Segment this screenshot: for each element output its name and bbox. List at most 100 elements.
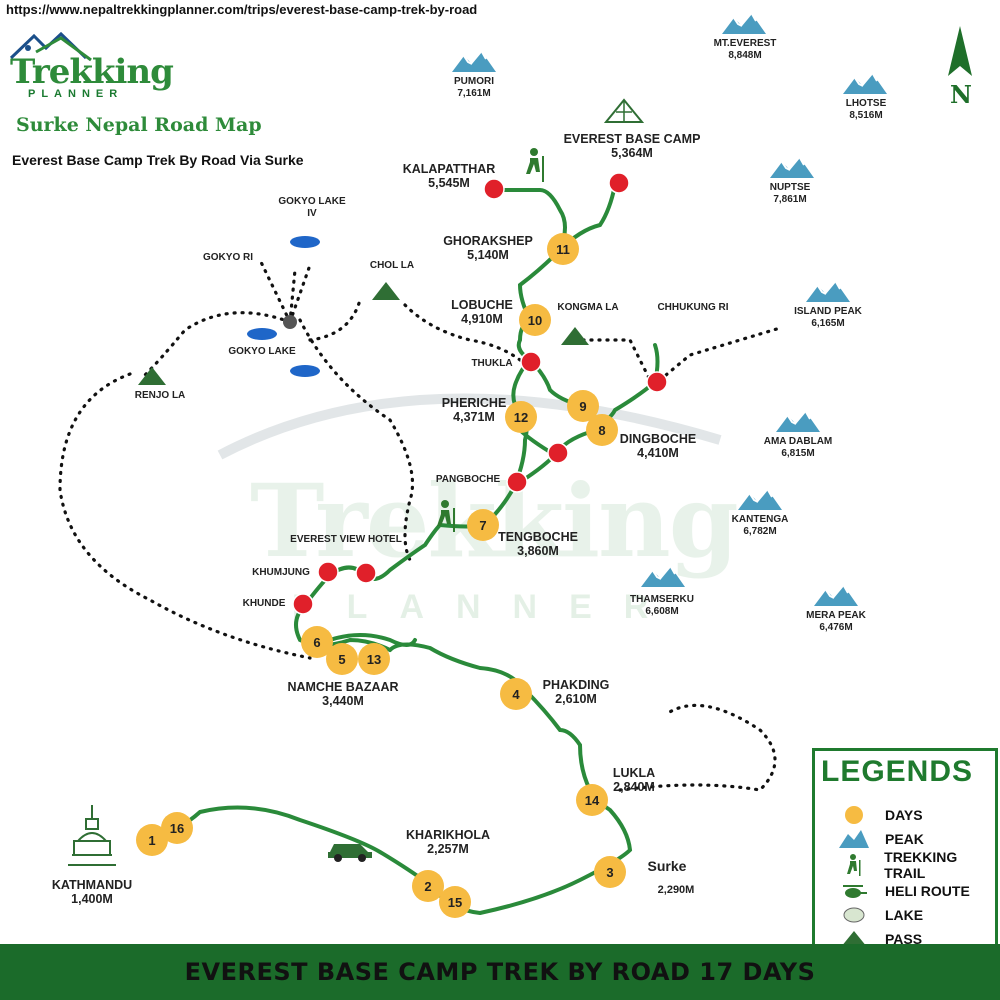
place-label-gokyo-lake-iv: GOKYO LAKE IV — [278, 196, 346, 219]
legend-item-pass: PASS — [839, 927, 999, 951]
stop-marker-hotel — [355, 562, 377, 584]
legend-item-peak: PEAK — [839, 827, 999, 851]
day-marker — [467, 509, 499, 541]
stop-marker-ebc — [608, 172, 630, 194]
day-number: 12 — [514, 410, 528, 425]
peak-icon — [814, 585, 858, 606]
page-url: https://www.nepaltrekkingplanner.com/tri… — [6, 2, 478, 17]
day-marker — [301, 626, 333, 658]
place-label-renjo-la: RENJO LA — [134, 390, 186, 401]
place-label-everest-view-hotel: EVEREST VIEW HOTEL — [290, 534, 402, 545]
watermark-subtext: PLANNER — [292, 588, 681, 626]
legend-title: LEGENDS — [821, 755, 974, 788]
place-label-chhukung-ri: CHHUKUNG RI — [657, 302, 729, 313]
day-marker — [547, 233, 579, 265]
day-markers — [136, 233, 626, 918]
lake-icon — [843, 907, 865, 923]
stop-marker-pangboche — [506, 471, 528, 493]
day-marker-icon — [845, 806, 863, 824]
day-number: 1 — [148, 833, 155, 848]
lake-icon — [290, 236, 320, 248]
day-number: 16 — [170, 821, 184, 836]
day-marker — [576, 784, 608, 816]
pass-icon — [138, 367, 166, 385]
stop-marker-kalapatthar — [483, 178, 505, 200]
day-number: 10 — [528, 313, 542, 328]
day-number: 15 — [448, 895, 462, 910]
day-marker — [594, 856, 626, 888]
day-marker — [358, 643, 390, 675]
day-number: 5 — [338, 652, 345, 667]
peak-icon — [806, 281, 850, 302]
day-marker — [505, 401, 537, 433]
hiker-icons — [437, 148, 544, 532]
logo-wordmark: Trekking — [10, 52, 174, 92]
day-number: 11 — [556, 242, 570, 257]
place-label-surke: Surke — [647, 858, 687, 874]
place-label-pangboche: PANGBOCHE — [435, 474, 501, 485]
day-marker — [136, 824, 168, 856]
north-label: N — [950, 80, 972, 109]
peak-icon — [452, 51, 496, 72]
day-number: 14 — [585, 793, 600, 808]
day-number: 4 — [512, 687, 520, 702]
pass-icon — [841, 931, 867, 947]
stop-marker-thukla — [520, 351, 542, 373]
logo-subtext: PLANNER — [28, 88, 124, 100]
legend-item-heli: HELI ROUTE — [839, 879, 999, 903]
day-number: 8 — [598, 423, 605, 438]
lakes — [247, 236, 320, 377]
lake-icon — [290, 365, 320, 377]
car-icon — [328, 844, 372, 862]
day-number: 7 — [479, 518, 486, 533]
legend-item-label: DAYS — [885, 807, 923, 823]
legend-item-label: TREKKING TRAIL — [884, 849, 958, 881]
lake-icon — [247, 328, 277, 340]
side-trails — [58, 258, 782, 792]
pass-icon — [561, 327, 589, 345]
place-label-chol-la: CHOL LA — [369, 260, 415, 271]
day-number: 6 — [313, 635, 320, 650]
stop-markers — [292, 172, 668, 615]
place-label-gokyo-ri: GOKYO RI — [202, 252, 254, 263]
place-label-thukla: THUKLA — [471, 358, 513, 369]
peak-icon — [839, 830, 869, 848]
day-number: 13 — [367, 652, 381, 667]
base-camp-tent-icon — [603, 98, 645, 123]
day-marker — [326, 643, 358, 675]
legend-item-label: LAKE — [885, 907, 924, 923]
day-number: 2 — [424, 879, 431, 894]
helicopter-icon — [843, 885, 867, 898]
legend-item-label: HELI ROUTE — [885, 883, 970, 899]
day-marker — [161, 812, 193, 844]
legend-item-days: DAYS — [839, 803, 999, 827]
trekking-planner-logo — [9, 31, 92, 62]
legend-panel: LEGENDS DAYS PEAK TREKKING TRAIL HELI RO… — [812, 748, 999, 947]
day-number: 9 — [579, 399, 586, 414]
pass-icon — [372, 282, 400, 300]
peak-icon — [738, 489, 782, 510]
peak-icon — [770, 157, 814, 178]
place-label-gokyo-lake: GOKYO LAKE — [228, 346, 296, 357]
hiker-icon — [846, 854, 861, 876]
map-subtitle: Everest Base Camp Trek By Road Via Surke — [12, 152, 304, 168]
legend-item-trail: TREKKING TRAIL — [839, 849, 999, 881]
day-number: 3 — [606, 865, 613, 880]
hiker-icon — [437, 500, 455, 532]
stop-marker-khumjung — [317, 561, 339, 583]
